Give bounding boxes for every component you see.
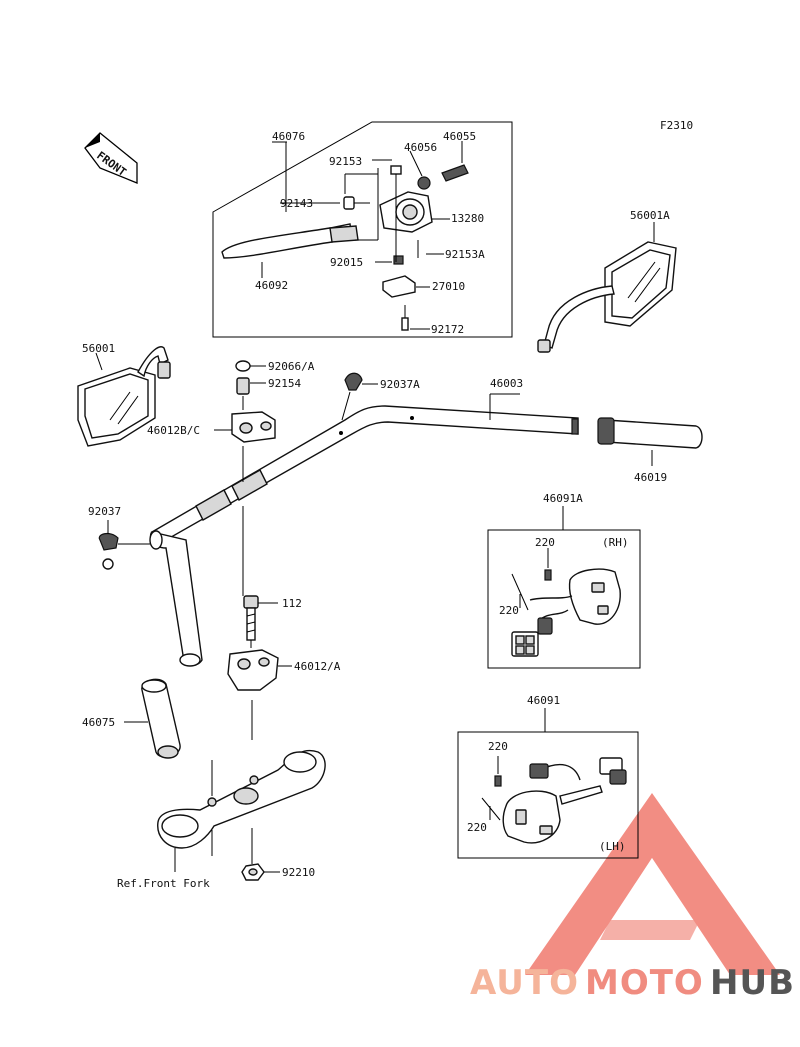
rh-switch-box: [487, 529, 641, 669]
lh-switch-box: [457, 731, 639, 859]
label-112: 112: [282, 597, 302, 610]
figure-code: F2310: [660, 119, 693, 132]
label-46092: 46092: [255, 279, 288, 292]
lever-assembly-box: [212, 121, 513, 338]
nut-92210: [241, 863, 280, 881]
label-92037A: 92037A: [380, 378, 420, 391]
label-56001: 56001: [82, 342, 115, 355]
label-46012BC: 46012B/C: [147, 424, 200, 437]
label-46055: 46055: [443, 130, 476, 143]
mirror-left-56001: [77, 346, 171, 447]
watermark-text-auto: AUTO: [470, 963, 579, 1003]
label-13280: 13280: [451, 212, 484, 225]
clamp-92037: [98, 520, 150, 570]
bolt-112: [243, 595, 278, 648]
label-92015: 92015: [330, 256, 363, 269]
label-lh: (LH): [599, 840, 626, 853]
rh-switch-46091A: [487, 506, 641, 669]
watermark-text-hub: HUB: [710, 963, 795, 1003]
label-46091A: 46091A: [543, 492, 583, 505]
knurled-section: [195, 469, 268, 521]
label-92210: 92210: [282, 866, 315, 879]
front-direction-arrow: FRONT: [84, 132, 138, 184]
label-46091: 46091: [527, 694, 560, 707]
label-ref-front-fork: Ref.Front Fork: [117, 877, 210, 890]
upper-triple-clamp: [157, 749, 326, 872]
label-92143: 92143: [280, 197, 313, 210]
watermark-text-moto: MOTO: [585, 963, 704, 1003]
label-92037: 92037: [88, 505, 121, 518]
label-220-rh-left: 220: [499, 604, 519, 617]
handlebar-46003: [149, 393, 579, 667]
mirror-right-56001A: [537, 222, 677, 353]
lower-holder-46012A: [227, 649, 292, 740]
upper-holder-assembly: [214, 360, 378, 596]
lever-assembly-46076: [212, 121, 513, 338]
label-220-lh-left: 220: [467, 821, 487, 834]
label-46003: 46003: [490, 377, 523, 390]
label-46075: 46075: [82, 716, 115, 729]
label-92066A: 92066/A: [268, 360, 315, 373]
label-46076: 46076: [272, 130, 305, 143]
label-46019: 46019: [634, 471, 667, 484]
clutch-switch: [382, 275, 416, 298]
label-rh: (RH): [602, 536, 629, 549]
label-92154: 92154: [268, 377, 301, 390]
label-220-rh-top: 220: [535, 536, 555, 549]
label-92153A: 92153A: [445, 248, 485, 261]
label-46056: 46056: [404, 141, 437, 154]
left-grip-46075: [124, 678, 181, 759]
label-92172: 92172: [431, 323, 464, 336]
right-grip-46019: [597, 417, 703, 466]
label-92153: 92153: [329, 155, 362, 168]
watermark-triangle-logo: [525, 793, 780, 975]
lh-switch-46091: [457, 708, 639, 859]
label-46012A: 46012/A: [294, 660, 341, 673]
label-56001A: 56001A: [630, 209, 670, 222]
label-220-lh-top: 220: [488, 740, 508, 753]
automotohub-watermark: AUTO MOTO HUB: [470, 793, 795, 1003]
label-27010: 27010: [432, 280, 465, 293]
